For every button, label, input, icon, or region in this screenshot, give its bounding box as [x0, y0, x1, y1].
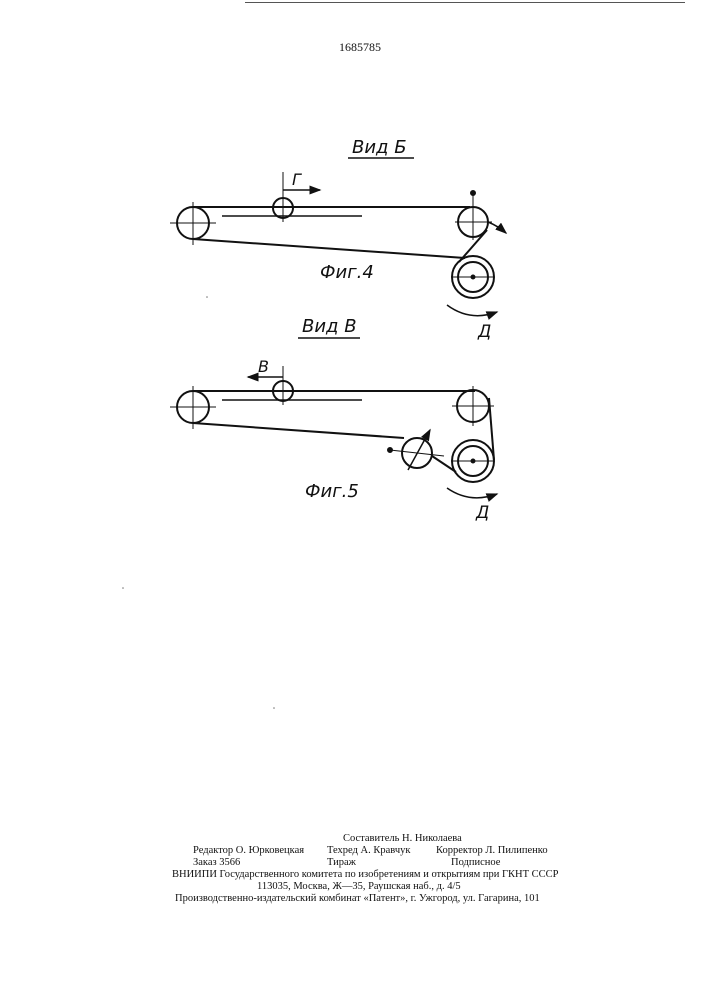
figure-4: Вид Б Г: [170, 137, 506, 342]
fig4-drive-center: [472, 276, 475, 279]
fig4-arrow-label-g: Г: [292, 170, 302, 189]
figure-5: Вид В В: [170, 316, 497, 523]
footer-corrector: Корректор Л. Пилипенко: [436, 845, 548, 856]
fig4-caption: Фиг.4: [320, 262, 374, 283]
footer-printer: Производственно-издательский комбинат «П…: [175, 893, 540, 904]
fig4-belt-bottom: [193, 239, 465, 258]
fig5-view-label: Вид В: [302, 316, 357, 337]
fig5-tension-pivot: [388, 448, 392, 452]
footer-editor: Редактор О. Юрковецкая: [193, 845, 304, 856]
fig5-arrow-label-v: В: [258, 357, 269, 376]
footer-compiler: Составитель Н. Николаева: [343, 833, 462, 844]
footer-circulation: Тираж: [327, 857, 356, 868]
footer-publisher-line1: ВНИИПИ Государственного комитета по изоб…: [172, 869, 559, 880]
footer-publisher-line2: 113035, Москва, Ж—35, Раушская наб., д. …: [257, 881, 461, 892]
fig5-caption: Фиг.5: [305, 481, 359, 502]
fig5-drive-center: [472, 460, 475, 463]
fig5-drive-rotation-arrow: [447, 488, 497, 498]
fig4-pivot-dot: [471, 191, 475, 195]
fig4-arrow-label-d: Д: [477, 322, 491, 342]
scan-speck: [122, 587, 124, 589]
fig4-drive-rotation-arrow: [447, 305, 497, 316]
fig4-view-label: Вид Б: [352, 137, 407, 158]
fig5-arrow-label-d: Д: [475, 503, 489, 523]
fig4-rotation-arrow: [488, 222, 506, 233]
footer-techred: Техред А. Кравчук: [327, 845, 410, 856]
footer-subscription: Подписное: [451, 857, 500, 868]
scan-speck: [273, 707, 275, 709]
scan-speck: [206, 296, 208, 298]
footer-order: Заказ 3566: [193, 857, 240, 868]
fig5-belt-bottom: [193, 423, 404, 438]
